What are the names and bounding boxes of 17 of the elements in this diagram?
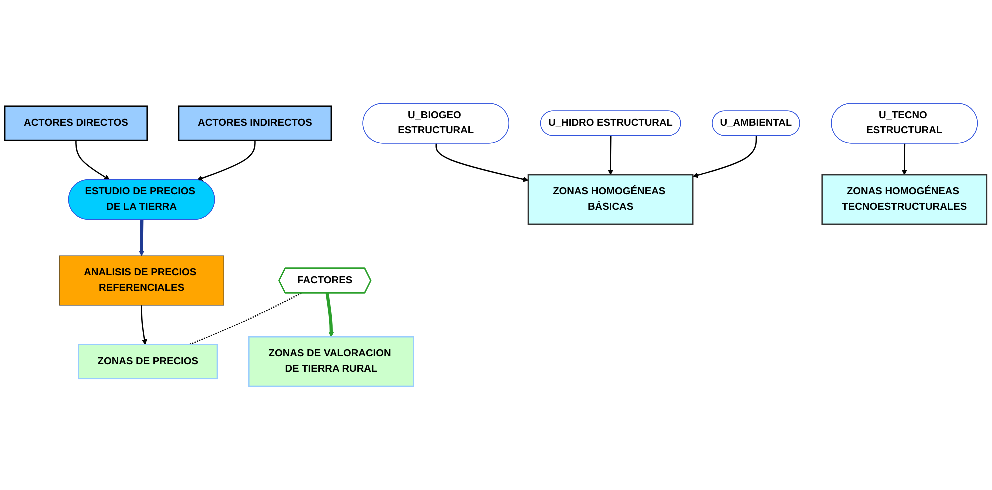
node-box: ZONAS DE PRECIOS xyxy=(78,344,218,380)
arrow xyxy=(902,144,908,176)
arrow xyxy=(692,136,758,178)
node-box: ZONAS HOMOGÉNEAS BÁSICAS xyxy=(528,174,694,226)
arrow xyxy=(141,305,148,345)
node-box: ACTORES DIRECTOS xyxy=(4,106,148,142)
node-box: ZONAS HOMOGÉNEAS TECNOESTRUCTURALES xyxy=(822,174,988,226)
connector xyxy=(190,292,302,346)
node-box: ANALISIS DE PRECIOS REFERENCIALES xyxy=(59,256,224,306)
arrow xyxy=(436,144,529,182)
arrow xyxy=(139,220,145,256)
arrow xyxy=(197,140,256,182)
arrow xyxy=(608,136,614,176)
node-box: ACTORES INDIRECTOS xyxy=(178,106,332,142)
arrow xyxy=(76,140,110,180)
node-box: ZONAS DE VALORACION DE TIERRA RURAL xyxy=(248,336,414,388)
arrow xyxy=(326,293,334,338)
